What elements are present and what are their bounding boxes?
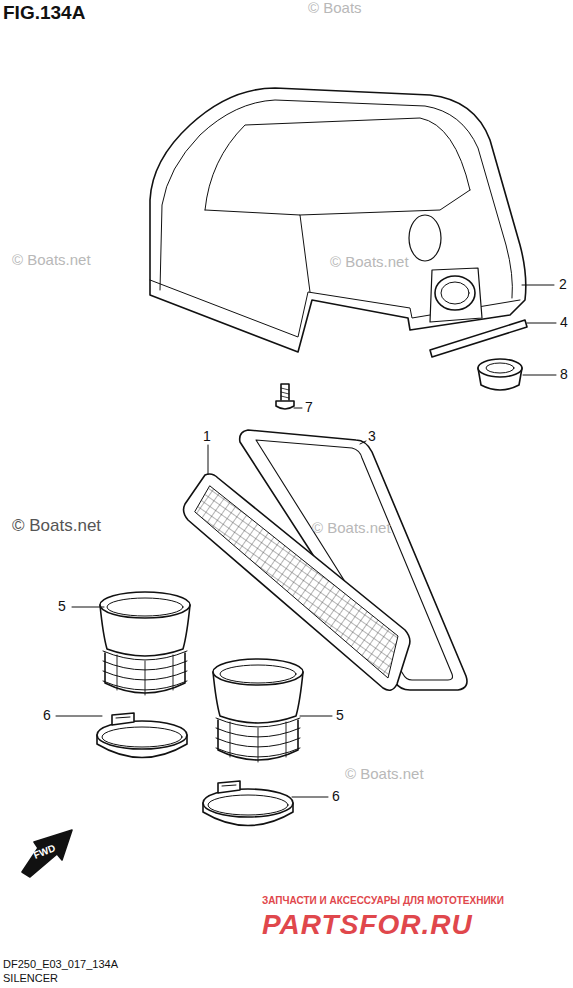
callout-number: 8 xyxy=(560,367,568,382)
duct-stroke xyxy=(203,789,293,817)
figure-caption: SILENCER xyxy=(3,972,58,984)
duct-stroke xyxy=(208,795,288,815)
grommet xyxy=(478,359,522,390)
watermark: PARTSFOR.RU xyxy=(262,910,473,941)
callout-number: 6 xyxy=(332,789,340,804)
watermark: © Boats.net xyxy=(12,517,101,536)
duct-stroke xyxy=(107,598,183,616)
watermark: ЗАПЧАСТИ И АКСЕССУАРЫ ДЛЯ МОТОТЕХНИКИ xyxy=(262,895,504,906)
watermark: © Boats.net xyxy=(345,766,424,783)
callout-number: 6 xyxy=(43,708,51,723)
drawing-code: DF250_E03_017_134A xyxy=(3,958,118,970)
duct-stroke xyxy=(222,785,236,786)
fwd-arrow xyxy=(22,830,72,877)
duct-stroke xyxy=(213,659,303,685)
watermark: © Boats.net xyxy=(312,520,391,537)
intake-duct xyxy=(100,592,190,695)
intake-ducts xyxy=(97,592,303,826)
duct-stroke xyxy=(116,717,130,718)
duct-stroke xyxy=(218,781,240,793)
hose-clamp xyxy=(97,713,187,758)
callout-number: 5 xyxy=(58,599,66,614)
duct-stroke xyxy=(112,713,134,725)
duct-stroke xyxy=(220,665,296,683)
figure-title: FIG.134A xyxy=(3,3,85,24)
callout-number: 5 xyxy=(336,708,344,723)
duct-stroke xyxy=(97,721,187,749)
hose-clamp xyxy=(203,781,293,826)
silencer-cover xyxy=(150,88,526,352)
leader-lines xyxy=(56,285,556,797)
watermark: © Boats xyxy=(308,0,362,17)
callout-number: 2 xyxy=(559,277,567,292)
duct-stroke xyxy=(102,727,182,747)
callout-number: 1 xyxy=(203,429,211,444)
intake-duct xyxy=(213,659,303,762)
callout-number: 4 xyxy=(560,315,568,330)
duct-stroke xyxy=(117,655,173,695)
seal-strip xyxy=(430,320,527,357)
screw xyxy=(276,384,294,409)
duct-stroke xyxy=(230,722,286,762)
duct-stroke xyxy=(100,592,190,618)
callout-number: 3 xyxy=(368,429,376,444)
callout-number: 7 xyxy=(305,400,313,415)
air-filter xyxy=(180,470,415,695)
watermark: © Boats.net xyxy=(330,254,409,271)
watermark: © Boats.net xyxy=(12,252,91,269)
